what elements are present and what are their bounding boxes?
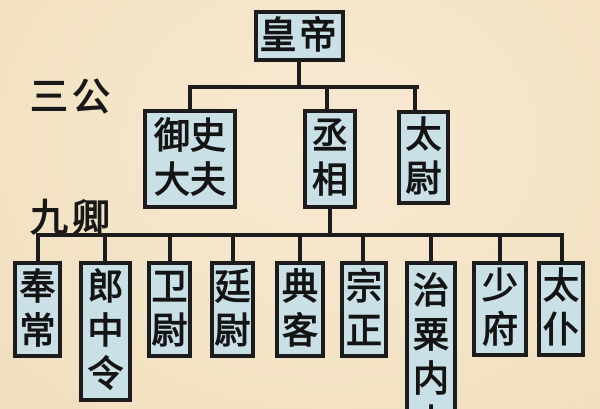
node-emperor: 皇帝 (254, 10, 345, 62)
node-zhisuneishi: 治 粟 内 史 (405, 261, 457, 409)
connector-drop-taipu (560, 233, 564, 263)
connector-drop-yushidafu (188, 85, 192, 112)
node-grand-commandant: 太 尉 (397, 110, 450, 205)
connector-drop-weiwei (168, 233, 172, 263)
connector-drop-zhisuneishi (429, 233, 433, 263)
node-weiwei: 卫 尉 (147, 261, 192, 358)
node-chancellor: 丞 相 (303, 109, 357, 209)
node-langzhongling: 郎 中 令 (79, 261, 132, 402)
node-zongzheng: 宗 正 (340, 261, 388, 358)
connector-drop-taiwei (413, 85, 417, 113)
tier-label-sangong: 三公 (30, 75, 115, 119)
node-tingwei: 廷 尉 (210, 261, 255, 358)
node-dianke: 典 客 (275, 261, 325, 358)
connector-sangong-rail (188, 85, 419, 89)
connector-chengxiang-stem (328, 207, 332, 235)
connector-drop-shaofu (498, 233, 502, 263)
connector-drop-fengchang (36, 233, 40, 263)
node-shaofu: 少 府 (472, 261, 528, 357)
connector-drop-tingwei (231, 233, 235, 263)
connector-drop-dianke (298, 233, 302, 263)
tier-label-jiuqing: 九卿 (30, 196, 115, 240)
node-imperial-censor: 御史 大夫 (143, 109, 237, 209)
connector-drop-zongzheng (361, 233, 365, 263)
node-fengchang: 奉 常 (13, 261, 62, 358)
connector-drop-chengxiang (325, 85, 329, 112)
connector-emperor-stem (297, 60, 301, 87)
node-taipu: 太 仆 (537, 261, 585, 357)
connector-drop-langzhongling (103, 233, 107, 263)
